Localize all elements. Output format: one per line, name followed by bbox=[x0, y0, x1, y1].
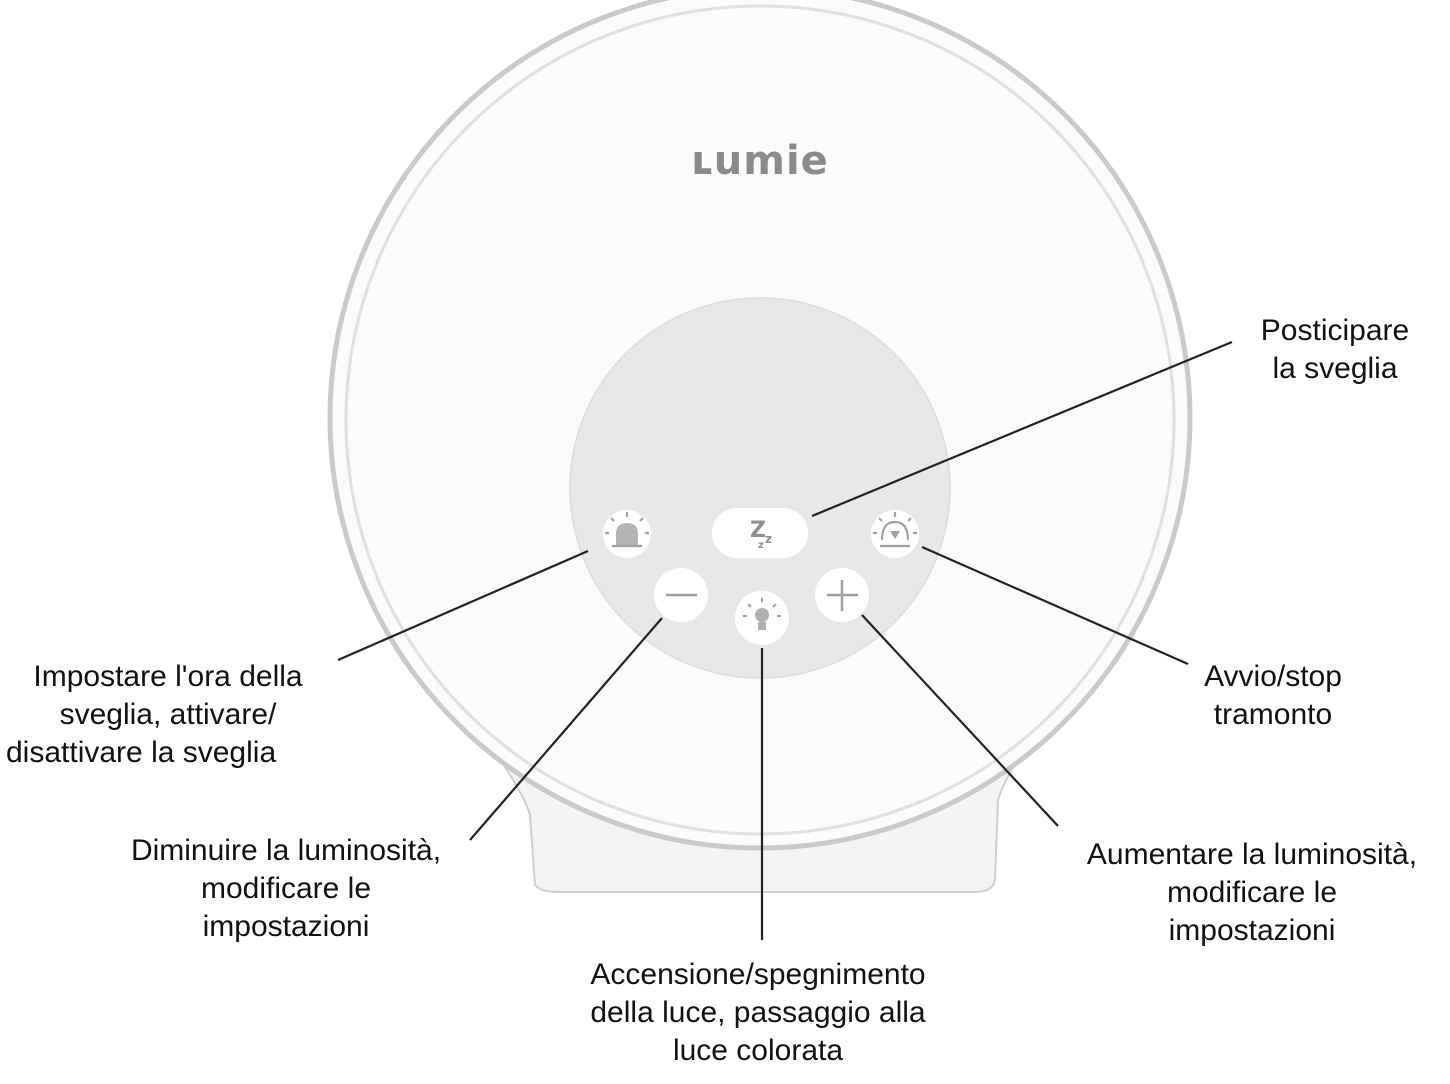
label-snooze: Posticipare la sveglia bbox=[1260, 314, 1410, 385]
snooze-zzz-icon: Z z z bbox=[750, 518, 772, 551]
svg-text:z: z bbox=[758, 540, 764, 551]
alarm-button[interactable] bbox=[603, 510, 651, 558]
leader-plus bbox=[861, 614, 1059, 827]
light-button[interactable] bbox=[735, 591, 789, 645]
leader-minus bbox=[469, 617, 663, 841]
snooze-button[interactable]: Z z z bbox=[712, 508, 808, 558]
minus-button[interactable] bbox=[654, 568, 708, 622]
label-light: Accensione/spegnimento della luce, passa… bbox=[590, 958, 926, 1067]
label-alarm: Impostare l'ora della sveglia, attivare/… bbox=[6, 660, 303, 769]
leader-sunset bbox=[921, 545, 1189, 666]
leader-snooze bbox=[811, 340, 1233, 518]
lightbulb-icon bbox=[743, 598, 781, 630]
plus-button[interactable] bbox=[815, 568, 869, 622]
plus-icon bbox=[827, 580, 858, 611]
svg-text:z: z bbox=[765, 532, 772, 546]
alarm-bell-icon bbox=[605, 512, 649, 548]
sunset-icon bbox=[873, 512, 917, 548]
sunset-button[interactable] bbox=[871, 510, 919, 558]
label-sunset: Avvio/stop tramonto bbox=[1204, 660, 1342, 731]
label-plus: Aumentare la luminosità, modificare le i… bbox=[1086, 838, 1418, 947]
label-minus: Diminuire la luminosità, modificare le i… bbox=[130, 834, 442, 943]
brand-logo: ʟumie bbox=[691, 138, 829, 184]
inner-ring-line bbox=[344, 4, 1176, 836]
leader-alarm bbox=[337, 549, 589, 662]
svg-text:Z: Z bbox=[750, 518, 766, 543]
